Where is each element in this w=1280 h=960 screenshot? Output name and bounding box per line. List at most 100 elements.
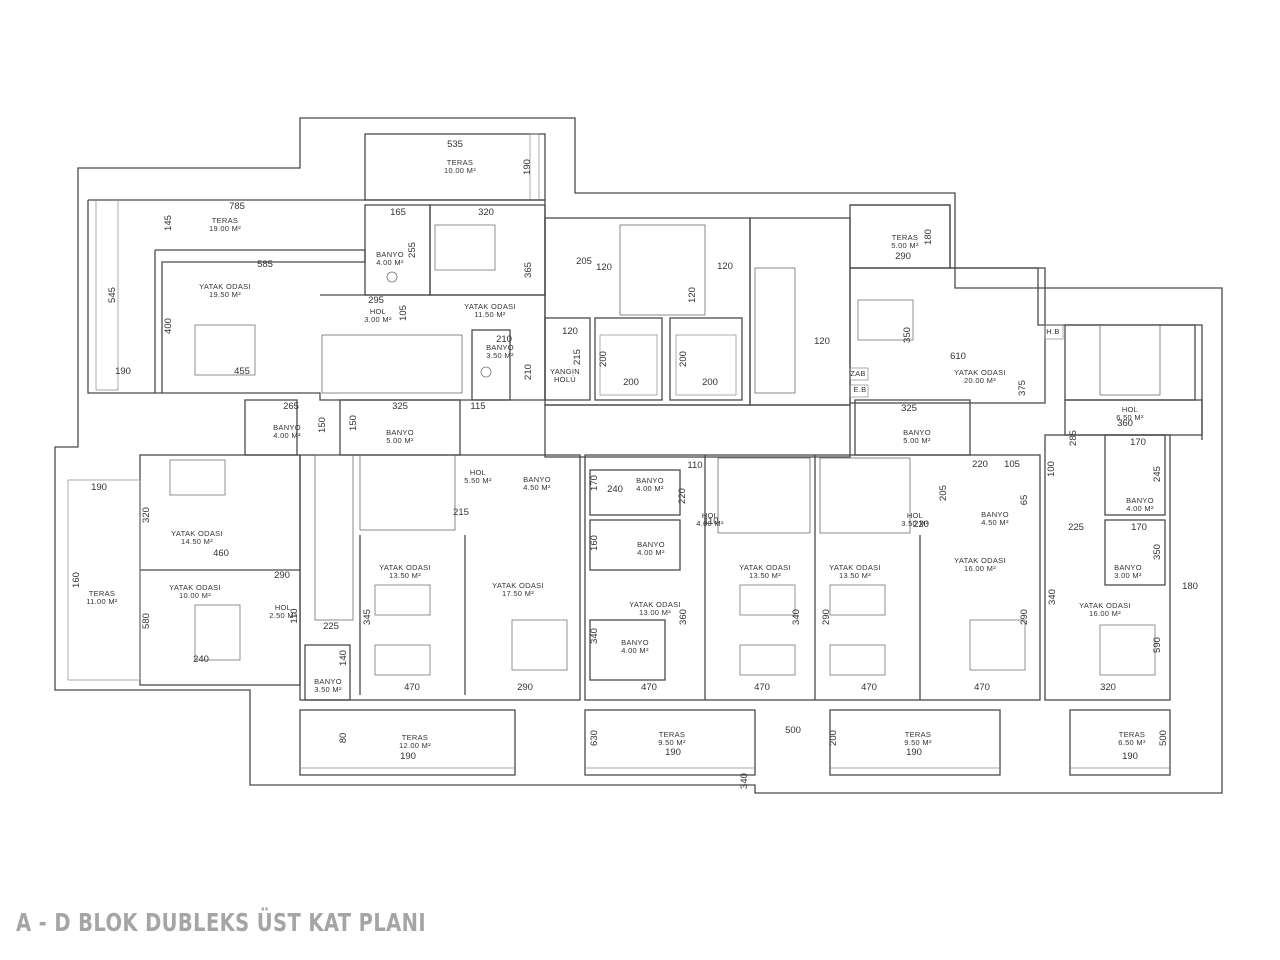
room-name: TERAS xyxy=(1119,730,1146,739)
room-name: BANYO xyxy=(1126,496,1154,505)
room-area: 17.50 M² xyxy=(502,589,534,598)
room-area: 16.00 M² xyxy=(964,564,996,573)
room-name: BANYO xyxy=(1114,563,1142,572)
room-area: 4.00 M² xyxy=(636,484,664,493)
dimension-label: 120 xyxy=(717,261,733,272)
dimension-label: 350 xyxy=(1152,544,1163,560)
dimension-label: 470 xyxy=(404,682,420,693)
bath-3-right xyxy=(1104,519,1166,586)
stairs-center-right xyxy=(819,457,911,534)
room-area: 9.50 M² xyxy=(658,738,686,747)
dimension-label: 285 xyxy=(1068,430,1079,446)
dimension-label: 265 xyxy=(283,401,299,412)
bed xyxy=(434,224,496,271)
room-name: BANYO xyxy=(636,476,664,485)
dimension-label: 455 xyxy=(234,366,250,377)
room-name: BANYO xyxy=(273,423,301,432)
dimension-label: 360 xyxy=(1117,418,1133,429)
dimension-label: 345 xyxy=(362,609,373,625)
room-name: TERAS xyxy=(212,216,239,225)
dimension-label: 180 xyxy=(923,229,934,245)
room-area: 13.50 M² xyxy=(749,571,781,580)
dimension-label: 180 xyxy=(1182,581,1198,592)
room-name: HOL xyxy=(702,511,718,520)
bath-3-5-wall xyxy=(471,329,511,401)
dimension-label: 200 xyxy=(702,377,718,388)
terrace-9-5-right xyxy=(829,709,1001,776)
dimension-label: 145 xyxy=(163,215,174,231)
elevator-left xyxy=(594,317,663,401)
room-area: 13.50 M² xyxy=(839,571,871,580)
dimension-label: 500 xyxy=(1158,730,1169,746)
dimension-label: 110 xyxy=(703,516,718,527)
bath-4-center-2 xyxy=(589,519,681,571)
dimension-label: 105 xyxy=(1004,459,1020,470)
bath-4-low xyxy=(589,619,666,681)
dimension-label: 785 xyxy=(229,201,245,212)
room-area: 6.50 M² xyxy=(1118,738,1146,747)
room-name: BANYO xyxy=(486,343,514,352)
dimension-label: 290 xyxy=(1019,609,1030,625)
dimension-label: 80 xyxy=(338,733,349,744)
room-name: BANYO xyxy=(523,475,551,484)
room-area: 5.00 M² xyxy=(386,436,414,445)
dimension-label: 320 xyxy=(1100,682,1116,693)
dimension-label: 325 xyxy=(901,403,917,414)
stair-right xyxy=(1064,324,1196,401)
room-area: 5.50 M² xyxy=(464,476,492,485)
dimension-label: 170 xyxy=(1131,522,1147,533)
dimension-label: 200 xyxy=(623,377,639,388)
dimension-label: 215 xyxy=(572,349,583,365)
room-area: 3.50 M² xyxy=(314,685,342,694)
core-stairs xyxy=(619,224,706,316)
dimension-label: 110 xyxy=(289,608,300,623)
room-area: 4.00 M² xyxy=(621,646,649,655)
dimension-label: 255 xyxy=(407,242,418,258)
elevator-car xyxy=(599,334,658,396)
room-name: HOL xyxy=(370,307,386,316)
dimension-label: 290 xyxy=(517,682,533,693)
room-name: BANYO xyxy=(314,677,342,686)
room-name: TERAS xyxy=(447,158,474,167)
bedroom-19-wall xyxy=(155,249,366,393)
dimension-label: 580 xyxy=(141,613,152,629)
room-name: YATAK ODASI xyxy=(954,368,1006,377)
dimension-label: 225 xyxy=(323,621,339,632)
dimension-label: 220 xyxy=(913,519,929,530)
spiral-stairs-center xyxy=(717,457,811,534)
room-area: 20.00 M² xyxy=(964,376,996,385)
dimension-label: 165 xyxy=(390,207,406,218)
left-terrace-rail xyxy=(95,200,119,391)
bed xyxy=(194,324,256,376)
bed xyxy=(511,619,568,671)
room-area: 14.50 M² xyxy=(181,537,213,546)
dimension-label: 545 xyxy=(107,287,118,303)
room-area: 13.50 M² xyxy=(389,571,421,580)
dimension-label: 240 xyxy=(607,484,623,495)
dimension-label: 65 xyxy=(1019,495,1030,506)
terrace-left-rail xyxy=(67,479,141,681)
dimension-label: 205 xyxy=(576,256,592,267)
room-name: TERAS xyxy=(659,730,686,739)
dimension-label: 190 xyxy=(91,482,107,493)
room-area: 3.00 M² xyxy=(364,315,392,324)
room-name: TERAS xyxy=(402,733,429,742)
room-name: YATAK ODASI xyxy=(1079,601,1131,610)
dimension-label: 460 xyxy=(213,548,229,559)
bed xyxy=(969,619,1026,671)
room-name: BANYO xyxy=(981,510,1009,519)
dimension-label: 120 xyxy=(687,287,698,303)
room-name: YATAK ODASI xyxy=(629,600,681,609)
room-name: BANYO xyxy=(621,638,649,647)
toilet xyxy=(480,366,492,378)
room-name: HOL xyxy=(275,603,291,612)
dimension-label: 365 xyxy=(523,262,534,278)
room-name: ZAB xyxy=(850,369,866,378)
dimension-label: 470 xyxy=(974,682,990,693)
room-name: BANYO xyxy=(386,428,414,437)
stairs-mid-left xyxy=(359,454,456,531)
room-area: 19.50 M² xyxy=(209,290,241,299)
dimension-label: 225 xyxy=(1068,522,1084,533)
room-area: 4.50 M² xyxy=(523,483,551,492)
